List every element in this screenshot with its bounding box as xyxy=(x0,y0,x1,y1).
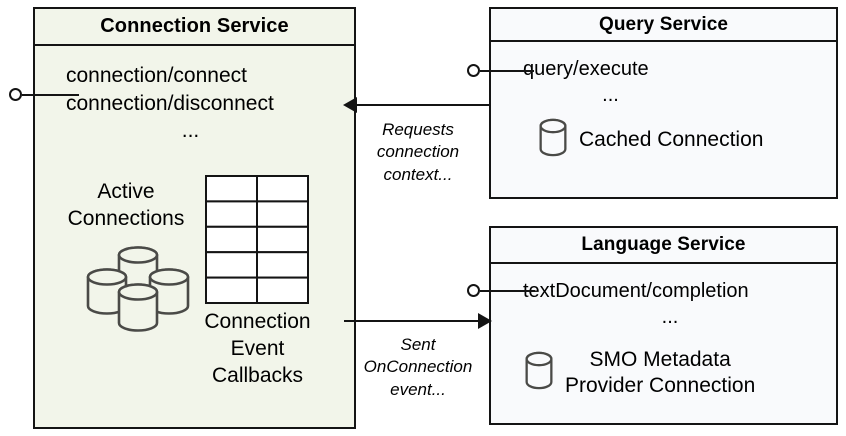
callbacks-label-line3: Callbacks xyxy=(211,363,304,387)
query-service-artifact: Cached Connection xyxy=(538,116,763,164)
smo-label-line2: Provider Connection xyxy=(565,374,756,398)
connection-service-endpoint-list: connection/connect connection/disconnect… xyxy=(66,62,315,145)
lollipop-stem xyxy=(480,69,534,72)
endpoint-connection-connect[interactable]: connection/connect xyxy=(66,64,247,87)
component-connection-service[interactable]: Connection Service connection/connect co… xyxy=(33,7,356,429)
sent-label-line2: OnConnection xyxy=(363,357,473,377)
smo-metadata-provider-connection-label: SMO Metadata Provider Connection xyxy=(565,347,755,400)
lollipop-ball-icon xyxy=(9,88,22,101)
query-service-body: query/execute ... Cached Connection xyxy=(491,42,836,197)
language-service-artifact: SMO Metadata Provider Connection xyxy=(524,347,755,400)
lollipop-ball-icon xyxy=(467,64,480,77)
connection-service-title-bar: Connection Service xyxy=(35,9,354,46)
active-connections-label-line2: Connections xyxy=(67,206,185,230)
query-service-endpoints-ellipsis: ... xyxy=(602,84,619,107)
database-cylinder-icon xyxy=(538,116,568,164)
connection-service-provided-interface-lollipop[interactable] xyxy=(9,88,79,101)
connector-label-requests-connection-context: Requests connection context... xyxy=(355,119,481,186)
endpoint-query-execute[interactable]: query/execute xyxy=(523,58,649,80)
active-connections-label-line1: Active xyxy=(97,180,155,203)
connection-service-endpoints-ellipsis: ... xyxy=(181,119,200,143)
connector-requests-connection-context xyxy=(343,96,491,114)
query-service-endpoint-list: query/execute ... xyxy=(523,56,698,109)
cached-connection-label: Cached Connection xyxy=(579,127,764,151)
connection-service-title: Connection Service xyxy=(100,15,289,37)
query-service-title: Query Service xyxy=(598,13,729,35)
language-service-endpoints-ellipsis: ... xyxy=(661,306,679,329)
connection-service-body: connection/connect connection/disconnect… xyxy=(35,46,354,429)
language-service-title: Language Service xyxy=(581,234,746,255)
table-grid-icon xyxy=(205,175,309,304)
lollipop-stem xyxy=(22,93,79,96)
requests-label-line1: Requests xyxy=(382,120,454,139)
database-cylinder-cluster-icon xyxy=(83,244,193,334)
requests-label-line2: connection xyxy=(376,142,460,162)
callbacks-label-line2: Event xyxy=(230,336,285,360)
arrowhead-right-icon xyxy=(478,313,492,329)
active-connections-label: Active Connections xyxy=(45,179,207,233)
smo-label-line1: SMO Metadata xyxy=(589,348,731,371)
endpoint-textdocument-completion[interactable]: textDocument/completion xyxy=(523,280,749,302)
query-service-title-bar: Query Service xyxy=(491,9,836,42)
language-service-provided-interface-lollipop[interactable] xyxy=(467,284,535,297)
connector-shaft xyxy=(353,104,491,106)
language-service-body: textDocument/completion ... SMO Metadata… xyxy=(491,264,836,423)
sent-label-line3: event... xyxy=(390,379,446,399)
database-cylinder-icon xyxy=(524,349,554,397)
connection-event-callbacks-label: Connection Event Callbacks xyxy=(185,309,330,390)
lollipop-stem xyxy=(480,289,535,292)
endpoint-connection-disconnect[interactable]: connection/disconnect xyxy=(66,91,274,115)
requests-label-line3: context... xyxy=(383,164,453,184)
connector-label-sent-onconnection-event: Sent OnConnection event... xyxy=(352,334,484,401)
language-service-endpoint-list: textDocument/completion ... xyxy=(523,278,817,331)
arrowhead-left-icon xyxy=(343,97,357,113)
connector-sent-onconnection-event xyxy=(344,312,492,330)
callbacks-label-line1: Connection xyxy=(204,310,311,333)
component-query-service[interactable]: Query Service query/execute ... Cached C… xyxy=(489,7,838,199)
connector-shaft xyxy=(344,320,482,322)
language-service-title-bar: Language Service xyxy=(491,228,836,264)
lollipop-ball-icon xyxy=(467,284,480,297)
query-service-provided-interface-lollipop[interactable] xyxy=(467,64,534,77)
sent-label-line1: Sent xyxy=(400,335,436,354)
component-language-service[interactable]: Language Service textDocument/completion… xyxy=(489,226,838,425)
